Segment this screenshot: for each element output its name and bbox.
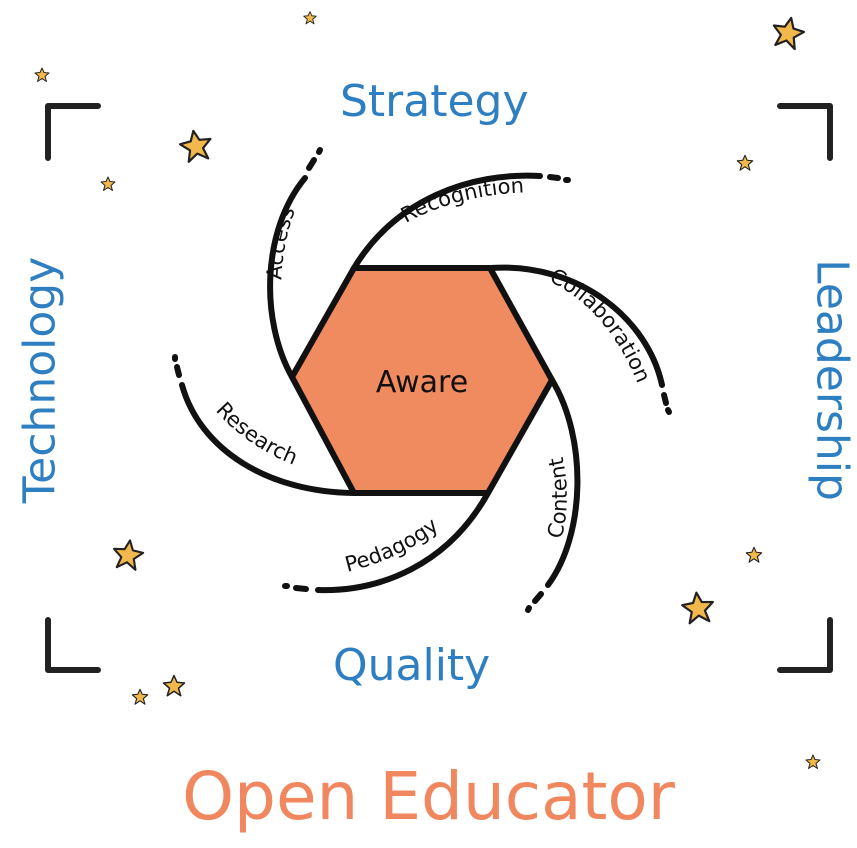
- star-icon: [131, 688, 149, 705]
- arm-collaboration-dash: [661, 392, 669, 406]
- star-icon: [100, 176, 116, 191]
- arm-research-dash: [174, 364, 182, 378]
- arm-label-access: Access: [262, 204, 300, 281]
- frame-label-quality: Quality: [333, 640, 491, 691]
- star-icon: [303, 11, 317, 25]
- arm-label-content: Content: [543, 456, 572, 541]
- arm-content-line: [545, 377, 581, 588]
- arm-content-dash: [532, 591, 544, 604]
- corner-bracket-icon: [777, 103, 833, 161]
- star-icon: [178, 129, 212, 163]
- arm-research-line: [179, 382, 357, 496]
- arm-recognition-line: [351, 172, 543, 271]
- star-icon: [112, 539, 145, 571]
- frame-label-leadership: Leadership: [806, 259, 857, 501]
- arm-collaboration-dot: [665, 407, 672, 415]
- arm-label-pedagogy: Pedagogy: [342, 513, 442, 577]
- pinwheel-arms: [172, 147, 672, 613]
- arm-label-collaboration: Collaboration: [546, 264, 655, 386]
- arm-pedagogy-dash: [293, 585, 309, 592]
- corner-brackets: [45, 103, 833, 673]
- page-title: Open Educator: [182, 758, 675, 835]
- arm-access-line: [267, 175, 308, 380]
- arm-label-pedagogy-text: Pedagogy: [342, 513, 442, 577]
- stars: [34, 11, 821, 769]
- corner-bracket-icon: [777, 617, 833, 673]
- arm-label-content-text: Content: [543, 456, 572, 541]
- frame-label-strategy: Strategy: [340, 76, 529, 127]
- center-hexagon: [289, 265, 555, 496]
- arm-collaboration-line: [487, 264, 665, 388]
- star-icon: [34, 67, 50, 82]
- arm-recognition-dash: [547, 174, 561, 181]
- arm-pedagogy-line: [315, 490, 491, 594]
- star-icon: [745, 546, 763, 563]
- arm-content-dot: [525, 605, 532, 613]
- corner-bracket-icon: [45, 617, 101, 673]
- arm-access-dot: [316, 147, 323, 155]
- star-icon: [681, 591, 714, 625]
- arm-label-research-text: Research: [212, 398, 302, 470]
- arm-label-recognition-text: Recognition: [397, 173, 525, 227]
- arm-label-access-text: Access: [262, 204, 300, 281]
- arm-access-dash: [306, 157, 317, 171]
- star-icon: [162, 674, 186, 697]
- arm-label-recognition: Recognition: [397, 173, 525, 227]
- center-label: Aware: [376, 365, 468, 400]
- arm-label-collaboration-text: Collaboration: [546, 264, 655, 386]
- frame-label-technology: Technology: [14, 256, 66, 504]
- star-icon: [805, 754, 821, 769]
- corner-bracket-icon: [45, 103, 101, 161]
- star-icon: [772, 16, 806, 51]
- arm-label-research: Research: [212, 398, 302, 470]
- star-icon: [736, 154, 754, 171]
